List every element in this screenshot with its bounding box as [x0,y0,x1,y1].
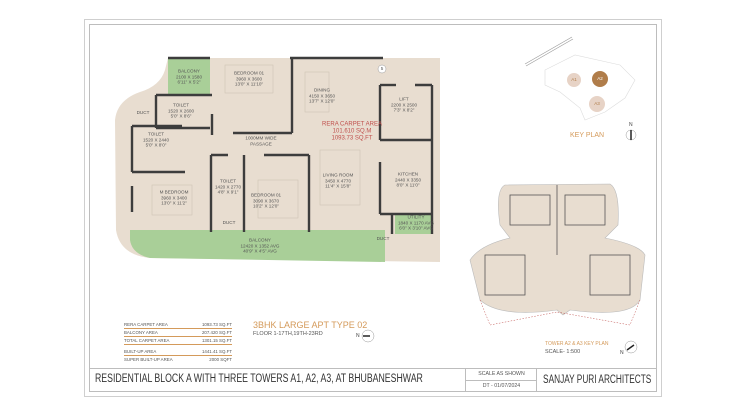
floor-marker [377,64,387,74]
drawing-date: DT - 01/07/2024 [465,381,537,392]
utility-area [395,214,431,234]
tower-a2 [592,71,608,87]
tower-a2-label: A2 [597,76,603,82]
firm-name: SANJAY PURI ARCHITECTS [543,374,652,386]
balcony-bottom-area [130,230,385,262]
tower-a3-label: A3 [594,101,600,107]
walls [130,56,434,234]
furniture [151,64,361,219]
plan-north-label: N [356,333,360,339]
tower-a3-outline [556,299,641,326]
key-plan-drawing [524,36,637,141]
tower-a2-outline [479,299,558,326]
floor-marker-label: 5 [380,66,384,72]
apartment-title: 3BHK LARGE APT TYPE 02 [253,320,368,330]
tower-key-plan-drawing [469,183,646,316]
tower-plan-title: TOWER A2 & A3 KEY PLAN [545,341,609,347]
tower-plan-scale: SCALE- 1:500 [545,349,581,355]
balcony-top-area [168,58,210,94]
tower-a1-label: A1 [571,77,577,83]
project-title: RESIDENTIAL BLOCK A WITH THREE TOWERS A1… [95,373,423,385]
title-block [89,368,657,393]
key-plan-north-label: N [629,122,633,128]
duct-label: DUCT [136,110,150,116]
firm-name-cell: SANJAY PURI ARCHITECTS [536,368,658,392]
tower-plan-north-label: N [620,350,624,356]
key-plan-title: KEY PLAN [570,132,605,139]
duct-label: DUCT [376,236,390,242]
duct-label: DUCT [222,220,236,226]
apartment-floors: FLOOR 1-17TH,19TH-23RD [253,331,323,337]
tower-a3 [589,96,605,112]
scale-note: SCALE AS SHOWN [465,368,537,381]
plan-floor [115,58,440,262]
tower-a1 [567,73,581,87]
sheet-outer-border [84,19,662,397]
sheet-inner-border [89,24,657,392]
tower-key-plan-walls [484,185,631,296]
